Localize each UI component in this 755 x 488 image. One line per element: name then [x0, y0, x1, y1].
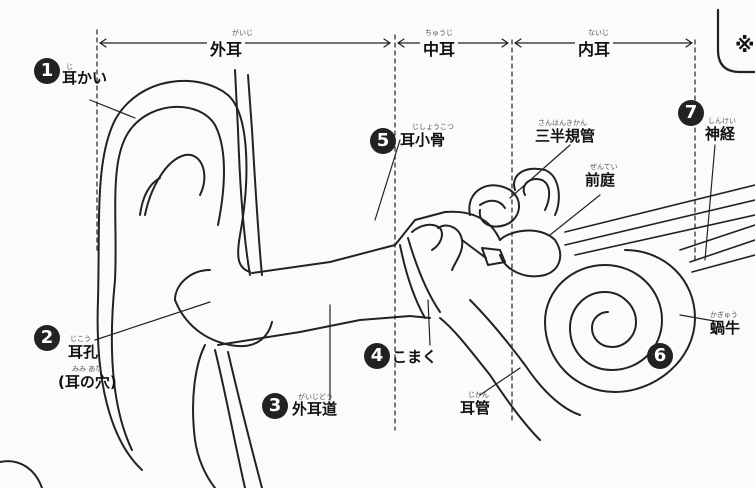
cochlea-label: 蝸牛	[710, 319, 741, 337]
ear-canal-label: 外耳道	[292, 400, 338, 418]
semicircular-canals-ruby: さんはんきかん	[538, 119, 587, 127]
eustachian-tube-label: 耳管	[460, 399, 491, 417]
note-mark: ※	[735, 33, 755, 57]
number-badge-7: 7	[678, 100, 704, 126]
vestibule	[499, 229, 562, 278]
vestibule-label: 前庭	[585, 171, 616, 189]
ear-hole-label: 耳孔	[68, 343, 99, 361]
ear-hole-alt-label: (耳の穴)	[58, 373, 117, 391]
pinna-label: 耳かい	[62, 69, 108, 87]
note-box	[716, 8, 755, 74]
eustachian-tube-ruby: じかん	[468, 391, 489, 399]
number-badge-5: 5	[370, 128, 396, 154]
pinna-ruby: じ	[66, 63, 73, 71]
eardrum-label: こまく	[392, 348, 438, 366]
ear-canal-ruby: がいじどう	[298, 393, 333, 401]
pinna	[96, 69, 273, 488]
number-badge-6: 6	[647, 343, 673, 369]
section-dividers	[96, 29, 696, 431]
outer-ear-heading: 外耳	[207, 36, 246, 60]
inner-ear-heading: 内耳	[575, 36, 614, 60]
middle-ear-heading: 中耳	[420, 36, 459, 60]
ear-hole-ruby: じこう	[70, 335, 91, 343]
number-badge-1: 1	[34, 58, 60, 84]
number-badge-4: 4	[364, 343, 390, 369]
nerve-label: 神経	[705, 125, 736, 143]
ossicles-label: 耳小骨	[400, 131, 446, 149]
nerve	[564, 184, 755, 273]
inner-ear-ruby: ないじ	[588, 29, 609, 37]
outer-ear-ruby: がいじ	[232, 29, 253, 37]
semicircular-canals-label: 三半規管	[535, 127, 596, 145]
cochlea	[544, 249, 696, 393]
number-badge-3: 3	[262, 393, 288, 419]
leader-lines	[89, 99, 721, 401]
semicircular-canals	[468, 167, 560, 228]
vestibule-ruby: ぜんてい	[590, 163, 618, 171]
cochlea-ruby: かぎゅう	[710, 311, 738, 319]
ossicles	[411, 223, 506, 271]
ear-hole-alt-ruby: みみ あな	[72, 365, 103, 373]
eardrum	[399, 244, 426, 319]
ear-canal	[217, 211, 446, 346]
eustachian-tube	[439, 210, 581, 441]
middle-ear-ruby: ちゅうじ	[425, 29, 453, 37]
ossicles-ruby: じしょうこつ	[412, 123, 454, 131]
nerve-ruby: しんけい	[708, 117, 736, 125]
number-badge-2: 2	[34, 325, 60, 351]
